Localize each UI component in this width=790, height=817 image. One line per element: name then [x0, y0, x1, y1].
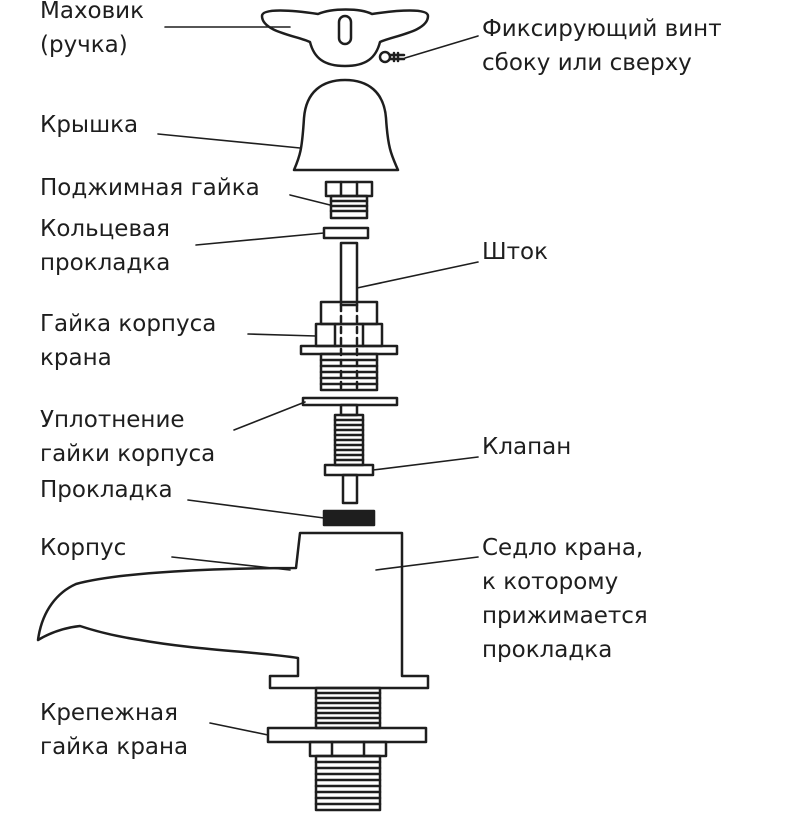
leader-lines [157, 26, 479, 736]
leader-screw [404, 35, 479, 59]
label-cap: Крышка [40, 112, 139, 138]
handle-part [260, 8, 430, 68]
valve-part [323, 403, 375, 505]
label-o-ring: Кольцевая прокладка [40, 216, 171, 276]
shank-part [314, 686, 382, 812]
leader-body-seal [233, 401, 306, 431]
label-body-nut: Гайка корпуса крана [40, 311, 217, 371]
leader-mount-nut [209, 722, 269, 736]
mount-nut-part [266, 726, 428, 758]
cap-part [292, 78, 400, 172]
leader-body-nut [247, 333, 317, 337]
leader-seat [375, 556, 479, 571]
leader-stem [356, 261, 479, 289]
gland-nut-part [324, 180, 374, 220]
stem-part [339, 241, 359, 392]
label-body-seal: Уплотнение гайки корпуса [40, 407, 216, 467]
label-seat: Седло крана, к которому прижимается прок… [482, 535, 648, 663]
o-ring-part [322, 226, 370, 240]
label-mount-nut: Крепежная гайка крана [40, 700, 189, 760]
screw-part [378, 50, 406, 64]
label-screw: Фиксирующий винт сбоку или сверху [482, 16, 722, 76]
leader-washer [187, 499, 325, 519]
body-part [36, 531, 430, 690]
leader-gland-nut [289, 194, 331, 206]
label-handle: Маховик (ручка) [40, 0, 145, 58]
leader-o-ring [195, 232, 325, 246]
label-stem: Шток [482, 239, 548, 265]
leader-valve [372, 456, 479, 471]
body-nut-part [299, 300, 399, 392]
label-washer: Прокладка [40, 477, 173, 503]
label-body: Корпус [40, 535, 127, 561]
label-valve: Клапан [482, 434, 572, 460]
leader-body [171, 556, 291, 571]
label-gland-nut: Поджимная гайка [40, 175, 260, 201]
leader-cap [157, 133, 301, 149]
washer-part [322, 509, 376, 527]
